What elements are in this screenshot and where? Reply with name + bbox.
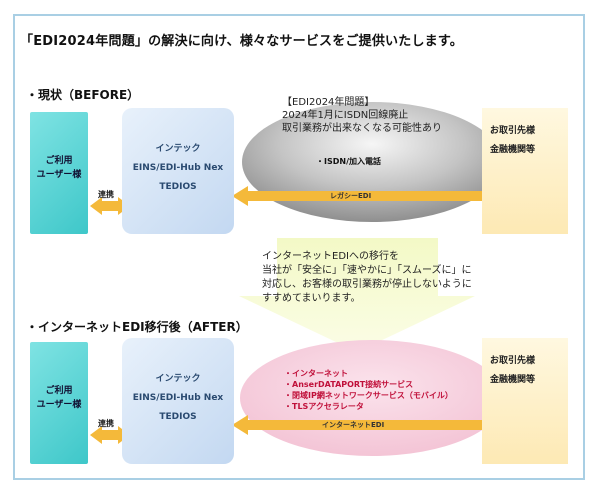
before-heading: ・現状（BEFORE） [26,88,140,102]
link-arrow-before [90,197,130,215]
link-label-after: 連携 [98,419,114,428]
customer-label-line2: ユーザー様 [36,170,82,180]
migration-text-line1: インターネットEDIへの移行を [262,251,399,262]
isdn-item: ・ISDN/加入電話 [316,157,381,166]
partner-label-line1: お取引先様 [490,126,536,136]
edi2024-note-title: 【EDI2024年問題】 [282,97,375,108]
service-item-anserdataport: ・AnserDATAPORT接続サービス [284,380,414,389]
partner-label-line2: 金融機関等 [490,145,536,155]
legacy-edi-arrow [232,186,498,206]
link-label-before: 連携 [98,190,114,199]
intec-product-1: EINS/EDI-Hub Nex [132,163,224,173]
customer-label-line2: ユーザー様 [36,400,82,410]
partner-box-after: お取引先様 金融機関等 [482,338,568,464]
intec-product-2: TEDIOS [159,182,197,192]
intec-product-2: TEDIOS [159,412,197,422]
migration-arrow [239,238,475,352]
customer-box-after: ご利用 ユーザー様 [30,342,88,464]
partner-box-before: お取引先様 金融機関等 [482,108,568,234]
service-item-closed-ip: ・閉域IP網ネットワークサービス（モバイル） [284,391,453,400]
edi2024-note-line2: 取引業務が出来なくなる可能性あり [282,123,442,134]
link-arrow-after [90,426,130,444]
internet-edi-arrow [232,415,498,435]
customer-box-before: ご利用 ユーザー様 [30,112,88,234]
migration-text-line4: すすめてまいります。 [262,293,361,304]
partner-label-line2: 金融機関等 [490,375,536,385]
service-item-internet: ・インターネット [284,369,348,378]
intec-name: インテック [155,144,201,154]
intec-name: インテック [155,374,201,384]
outer-frame [13,14,585,480]
legacy-edi-label: レガシーEDI [330,192,372,200]
customer-label-line1: ご利用 [45,386,73,396]
service-item-tls: ・TLSアクセラレータ [284,402,364,411]
migration-text-line2: 当社が「安全に」「速やかに」「スムーズに」に [262,265,472,276]
intec-box-before: インテック EINS/EDI-Hub Nex TEDIOS [122,108,234,234]
intec-product-1: EINS/EDI-Hub Nex [132,393,224,403]
intec-box-after: インテック EINS/EDI-Hub Nex TEDIOS [122,338,234,464]
migration-text-line3: 対応し、お客様の取引業務が停止しないように [262,279,472,290]
partner-label-line1: お取引先様 [490,356,536,366]
internet-edi-label: インターネットEDI [322,421,385,429]
page-title: 「EDI2024年問題」の解決に向け、様々なサービスをご提供いたします。 [20,34,463,49]
after-heading: ・インターネットEDI移行後（AFTER） [26,320,248,334]
customer-label-line1: ご利用 [45,156,73,166]
edi2024-note-line1: 2024年1月にISDN回線廃止 [282,110,409,121]
